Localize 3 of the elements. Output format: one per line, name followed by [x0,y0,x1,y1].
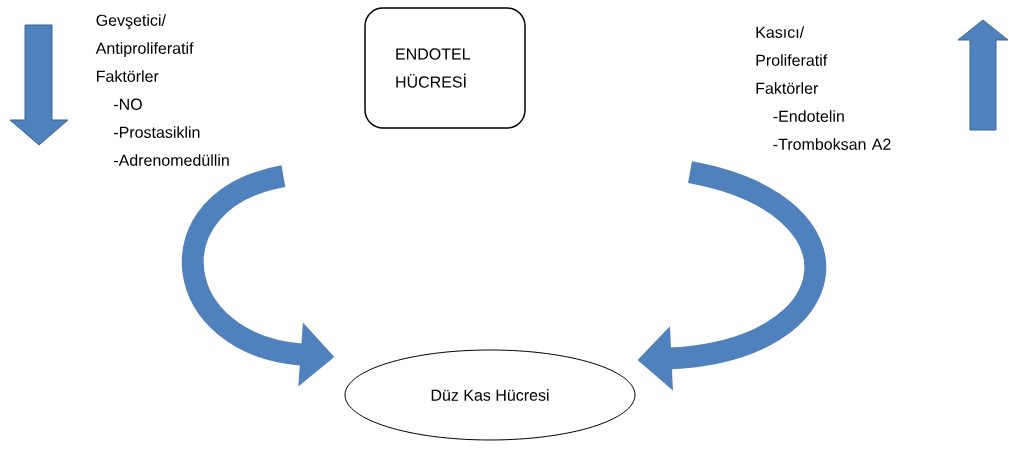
factor-list: Gevşetici/ Antiproliferatif Faktörler -NO -Prostasiklin -Adrenomedüllin [95,14,229,166]
process-box: ENDOTEL HÜCRESİ [364,7,526,129]
factor-list: Kasıcı/ Proliferatif Faktörler -Endotelin -Tromboksan A2 [756,26,891,150]
